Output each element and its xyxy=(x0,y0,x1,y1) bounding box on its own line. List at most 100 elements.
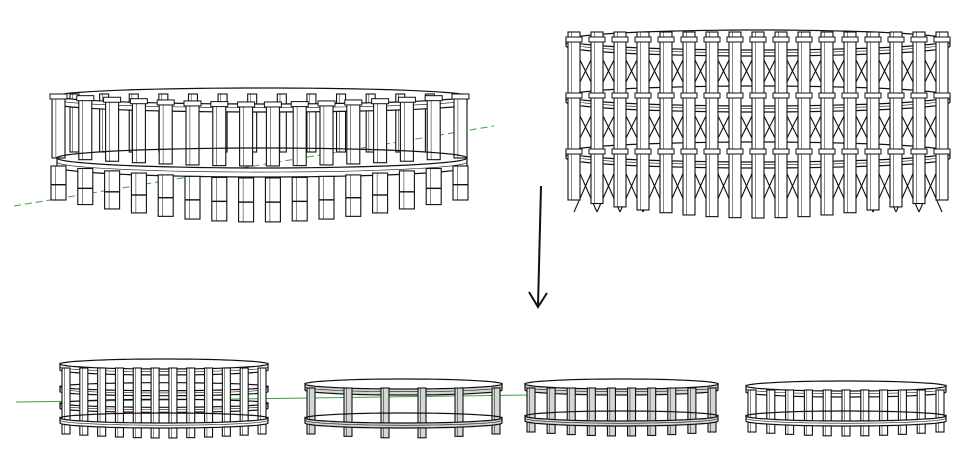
multi-tier-braced-frame-model xyxy=(565,29,951,219)
variant-4-column-11 xyxy=(935,389,945,433)
simplified-variant-4-model xyxy=(745,380,947,437)
column-cap-2 xyxy=(76,95,95,102)
column-cap-3 xyxy=(103,96,122,103)
braced-cap-11-2 xyxy=(795,92,813,99)
braced-cap-10-1 xyxy=(772,36,790,43)
braced-cap-9-1 xyxy=(749,36,767,43)
variant-1-column-9 xyxy=(203,367,214,438)
front-column-7 xyxy=(212,103,227,167)
variant-4-column-2 xyxy=(766,389,776,434)
variant-4-column-5 xyxy=(822,389,832,437)
leg-column-3 xyxy=(104,170,121,210)
variant-1-column-10 xyxy=(221,367,231,437)
braced-column-17 xyxy=(935,31,949,201)
braced-cap-11-3 xyxy=(795,148,813,155)
column-cap-9 xyxy=(263,101,282,108)
leg-column-16 xyxy=(452,165,469,201)
variant-2-base-ring-mid-line xyxy=(304,420,503,426)
variant-3-base-ring-front-face xyxy=(524,414,719,427)
braced-cap-10-3 xyxy=(772,148,790,155)
variant-1-column-2 xyxy=(79,367,89,436)
braced-cap-13-3 xyxy=(841,148,859,155)
variant-2-top-ring-mid-line xyxy=(304,386,503,393)
lower-ring-back-edge xyxy=(56,147,468,159)
braced-column-5 xyxy=(659,31,673,214)
simplified-variant-1-model xyxy=(15,358,531,439)
variant-4-column-4 xyxy=(803,389,813,436)
braced-cap-2-1 xyxy=(588,36,606,43)
variant-2-column-2 xyxy=(343,387,353,437)
front-column-2 xyxy=(78,97,93,161)
front-column-8 xyxy=(239,103,254,167)
column-cap-11 xyxy=(317,100,336,107)
braced-cap-2-3 xyxy=(588,148,606,155)
braced-cap-4-2 xyxy=(634,92,652,99)
variant-3-column-5 xyxy=(606,387,616,437)
braced-cap-4-1 xyxy=(634,36,652,43)
braced-cap-9-2 xyxy=(749,92,767,99)
variant-2-top-ring-back-edge xyxy=(304,378,503,385)
front-column-16 xyxy=(453,95,468,159)
variant-3-column-6 xyxy=(627,387,637,437)
braced-cap-2-2 xyxy=(588,92,606,99)
braced-column-1 xyxy=(567,31,581,201)
variant-4-column-6 xyxy=(841,389,851,437)
leg-column-5 xyxy=(157,174,174,217)
braced-column-10 xyxy=(774,31,788,219)
braced-cap-6-3 xyxy=(680,148,698,155)
braced-cap-5-2 xyxy=(657,92,675,99)
braced-cap-13-1 xyxy=(841,36,859,43)
leg-column-10 xyxy=(291,176,308,222)
variant-1-base-ring-mid-line xyxy=(59,420,269,426)
leg-column-4 xyxy=(130,172,147,214)
variant-1-column-4 xyxy=(114,367,125,438)
variant-2-column-5 xyxy=(454,387,464,437)
variant-4-column-1 xyxy=(747,389,757,433)
braced-cap-17-3 xyxy=(933,148,951,155)
variant-4-top-ring-back-edge xyxy=(745,380,947,387)
braced-cap-7-1 xyxy=(703,36,721,43)
variant-1-top-ring-mid-line xyxy=(59,366,269,373)
lower-ring-mid-line xyxy=(56,161,468,173)
variant-3-base-ring-back-edge xyxy=(524,410,719,417)
braced-cap-8-2 xyxy=(726,92,744,99)
braced-cap-7-3 xyxy=(703,148,721,155)
column-cap-8 xyxy=(237,101,256,108)
braced-cap-14-1 xyxy=(864,36,882,43)
braced-column-8 xyxy=(728,31,742,219)
ground-axis-line xyxy=(13,125,495,207)
braced-cap-11-1 xyxy=(795,36,813,43)
variant-3-column-2 xyxy=(546,387,556,434)
variant-1-top-ring-back-edge xyxy=(59,358,269,365)
variant-1-column-3 xyxy=(97,367,107,437)
braced-column-16 xyxy=(912,31,926,205)
braced-cap-3-2 xyxy=(611,92,629,99)
braced-cap-5-3 xyxy=(657,148,675,155)
braced-column-11 xyxy=(797,31,811,218)
variant-3-column-10 xyxy=(707,387,717,433)
variant-3-base-ring-mid-line xyxy=(524,418,719,424)
upper-ring-back-edge xyxy=(56,87,468,97)
simplified-variant-3-model xyxy=(524,378,719,437)
arrow-shaft xyxy=(537,185,542,307)
front-column-12 xyxy=(346,101,361,165)
variant-4-column-10 xyxy=(916,389,926,434)
variant-1-column-12 xyxy=(257,367,267,435)
variant-1-mid-ring-2-back-edge xyxy=(59,398,269,404)
leg-column-12 xyxy=(345,174,362,217)
braced-cap-4-3 xyxy=(634,148,652,155)
transformation-arrow xyxy=(528,185,548,309)
braced-cap-15-1 xyxy=(887,36,905,43)
front-column-15 xyxy=(426,97,441,161)
column-cap-6 xyxy=(183,100,202,107)
braced-cap-15-2 xyxy=(887,92,905,99)
single-tier-frame-model xyxy=(13,87,495,223)
leg-column-9 xyxy=(264,177,281,223)
arrow-head xyxy=(528,291,548,309)
variant-4-base-ring-back-edge xyxy=(745,410,947,417)
variant-3-top-ring-back-edge xyxy=(524,378,719,385)
column-cap-4 xyxy=(129,98,148,105)
column-cap-15 xyxy=(424,95,443,102)
